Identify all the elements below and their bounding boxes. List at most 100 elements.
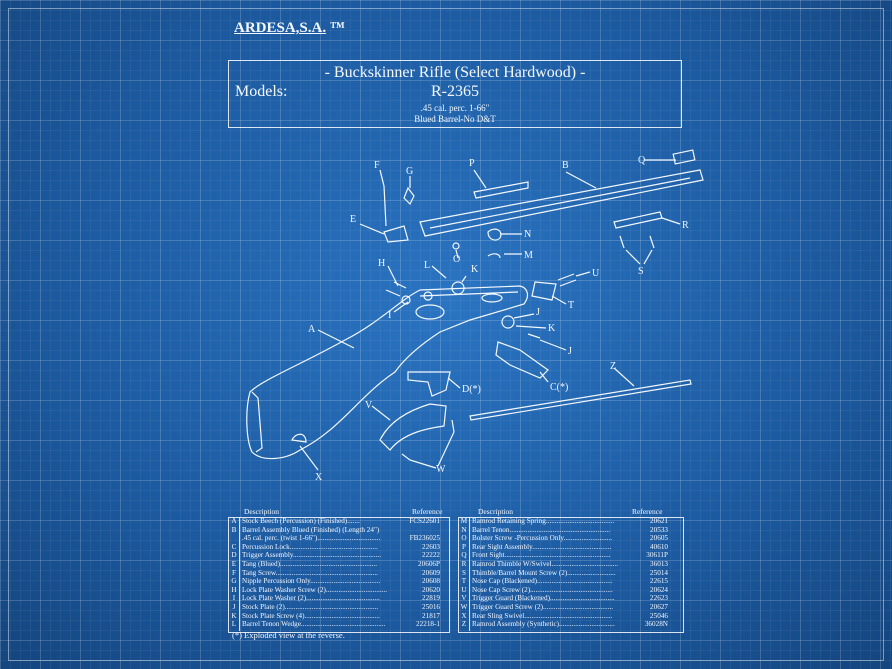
part-description: Front Sight.............................… [472, 551, 611, 560]
nose-cap-part [531, 281, 557, 301]
part-description: Tang Screw..............................… [242, 568, 378, 577]
part-letter: X [461, 611, 467, 620]
tang-part [383, 185, 415, 243]
right-table-border [458, 517, 684, 633]
part-letter: U [461, 585, 467, 594]
part-letter: A [231, 517, 237, 525]
parts-row: I Lock Plate Washer (2)..................… [228, 594, 448, 603]
callout-U: U [592, 268, 600, 279]
part-letter: J [232, 602, 236, 611]
part-letter: Z [461, 620, 467, 629]
part-letter: D [231, 551, 237, 560]
parts-row: A Stock Beech (Percussion) (Finished)....… [228, 517, 448, 526]
model-number: R-2365 [431, 83, 479, 100]
part-reference: 20624 [650, 585, 668, 594]
brand-header: ARDESA,S.A. ™ [234, 20, 345, 37]
part-description: Trigger Guard (Blackened)...............… [472, 594, 615, 603]
models-label: Models: [235, 83, 288, 100]
part-letter: Q [461, 551, 467, 560]
part-description: Ramrod Retaining Spring.................… [472, 517, 615, 525]
right-letter-divider [469, 517, 470, 631]
brand-name: ARDESA,S.A. [234, 20, 327, 36]
ramrod-part [469, 379, 692, 421]
title-box: - Buckskinner Rifle (Select Hardwood) - … [228, 60, 682, 128]
parts-row: O Bolster Screw -Percussion Only.........… [458, 534, 682, 543]
part-description: Nose Cap (Blackened)....................… [472, 577, 613, 586]
part-reference: 22218-1 [416, 620, 440, 629]
part-letter: O [461, 534, 467, 543]
right-description-header: Description [478, 507, 513, 516]
callout-K-lower: K [548, 323, 556, 334]
parts-row: Q Front Sight............................… [458, 551, 682, 560]
callout-G: G [406, 166, 413, 177]
part-description: Lock Plate Washer Screw (2).............… [242, 585, 388, 594]
part-description: Ramrod Assembly (Synthetic).............… [472, 620, 615, 629]
callout-A: A [308, 324, 316, 335]
part-description: Stock Plate Screw (4)...................… [242, 611, 380, 620]
callout-I: I [388, 310, 391, 321]
callout-K-upper: L [424, 260, 430, 271]
part-letter: W [460, 602, 468, 611]
barrel-spec: Blued Barrel-No D&T [414, 114, 496, 124]
caliber-spec: .45 cal. perc. 1-66" [420, 103, 490, 113]
part-letter: G [231, 577, 237, 586]
left-reference-header: Reference [412, 507, 443, 516]
parts-row: T Nose Cap (Blackened)...................… [458, 577, 682, 586]
callout-N: N [524, 229, 531, 240]
part-reference: FB236025 [409, 534, 440, 543]
part-description: Barrel Assembly Blued (Finished) (Length… [242, 525, 380, 534]
callout-J-lower: J [536, 307, 540, 318]
part-reference: 20606P [418, 559, 440, 568]
callout-S: S [638, 266, 644, 277]
trigger-part [407, 371, 451, 397]
part-reference: 22603 [422, 542, 440, 551]
part-reference: 22623 [650, 594, 668, 603]
callout-labels: F G E P B Q N M O R S U T L K H I J K J … [308, 155, 689, 483]
part-description: Stock Beech (Percussion) (Finished).....… [242, 517, 360, 525]
part-letter: R [461, 559, 467, 568]
part-description: Rear Sight Assembly.....................… [472, 542, 612, 551]
part-letter: B [231, 525, 237, 534]
footnote: (*) Exploded view at the reverse. [232, 630, 345, 640]
leader-lines [299, 159, 681, 471]
part-letter: N [461, 525, 467, 534]
callout-O: O [453, 254, 460, 265]
part-description: Bolster Screw -Percussion Only..........… [472, 534, 613, 543]
part-reference: 20533 [650, 525, 668, 534]
part-description: Tang (Blued)............................… [242, 559, 378, 568]
left-parts-column: A Stock Beech (Percussion) (Finished)....… [228, 517, 448, 629]
part-reference: 20605 [650, 534, 668, 543]
part-letter: T [461, 577, 467, 586]
left-letter-divider [239, 517, 240, 631]
part-reference: 40610 [650, 542, 668, 551]
part-reference: 36028N [644, 620, 668, 629]
part-reference: 20621 [650, 517, 668, 525]
part-reference: 25014 [650, 568, 668, 577]
left-description-header: Description [244, 507, 279, 516]
parts-row: .45 cal. perc. (twist 1-66")............… [228, 534, 448, 543]
part-letter: C [231, 542, 237, 551]
part-reference: 21817 [422, 611, 440, 620]
part-reference: FCS22601 [409, 517, 440, 525]
part-reference: 25046 [650, 611, 668, 620]
part-description: Thimble/Barrel Mount Screw (2)..........… [472, 568, 616, 577]
part-reference: 20627 [650, 602, 668, 611]
blueprint-frame [8, 8, 884, 661]
part-description: Barrel Tenon Wedge......................… [242, 620, 386, 629]
part-reference: 25016 [422, 602, 440, 611]
part-description: Lock Plate Washer (2)...................… [242, 594, 380, 603]
part-reference: 22819 [422, 594, 440, 603]
callout-X: X [315, 472, 323, 483]
part-letter: I [232, 594, 236, 603]
